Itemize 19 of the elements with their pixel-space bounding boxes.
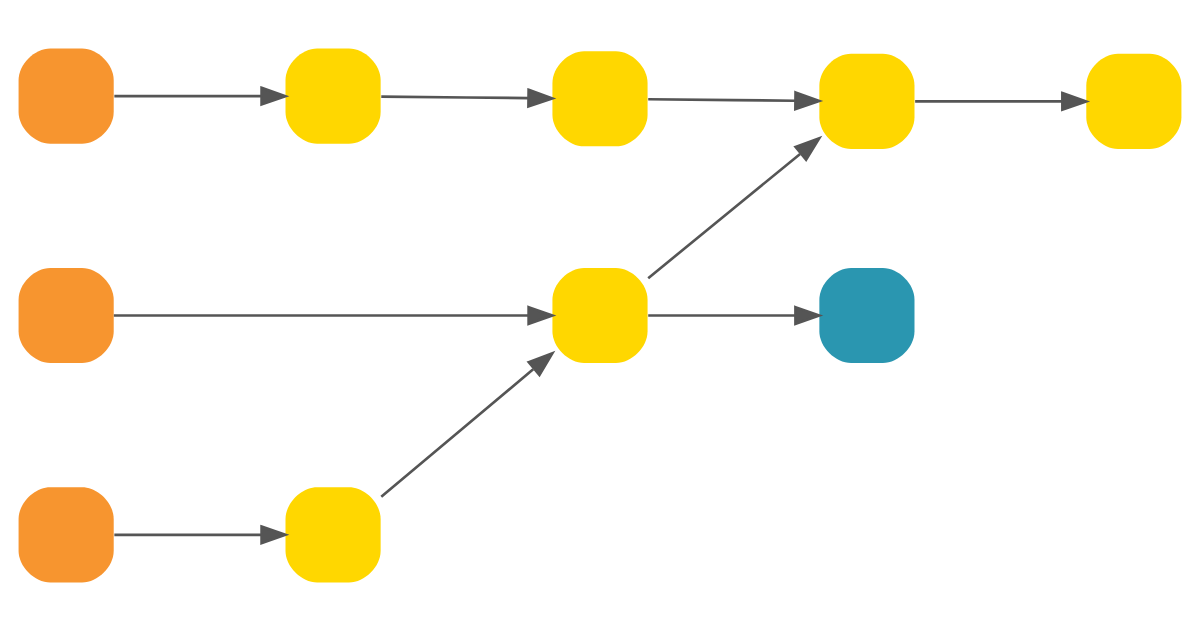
node-box [18, 48, 114, 144]
arrow [113, 304, 557, 326]
arrow [648, 304, 824, 326]
node-box [819, 267, 915, 363]
node-box [552, 50, 648, 146]
arrow [915, 90, 1091, 112]
node-box [285, 48, 381, 144]
arrow [381, 87, 557, 108]
node-box [552, 267, 648, 363]
node-box [18, 486, 114, 582]
node-box [18, 267, 114, 363]
node-box [285, 486, 381, 582]
arrow [114, 85, 290, 106]
node-box [819, 53, 915, 149]
arrow [648, 90, 824, 111]
arrow [380, 350, 556, 498]
node-box [1086, 53, 1182, 149]
arrow [647, 135, 823, 279]
arrow [114, 524, 290, 545]
